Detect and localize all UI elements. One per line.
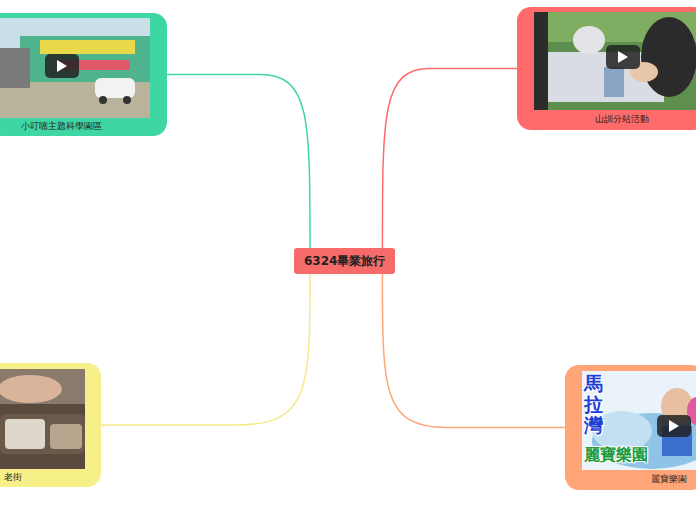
branch-connector	[382, 69, 517, 249]
topic-text: 6324畢業旅行	[304, 253, 385, 269]
branch-card: 老街	[0, 363, 101, 487]
thumbnail-title: 馬拉灣	[584, 373, 603, 436]
branch-card: 山訓分站活動	[517, 7, 696, 130]
branch-connector	[382, 274, 565, 428]
video-thumbnail	[0, 18, 150, 118]
central-topic: 6324畢業旅行	[294, 248, 395, 274]
branch-connector	[167, 75, 310, 249]
branch-caption: 小叮噹主題科學園區	[21, 121, 102, 132]
branch-card: 麗寶樂園 馬拉灣麗寶樂園	[565, 365, 696, 490]
branch-card: 小叮噹主題科學園區	[0, 13, 167, 136]
branch-connector	[101, 274, 310, 425]
video-thumbnail	[534, 12, 696, 110]
thumbnail-subtitle: 麗寶樂園	[584, 445, 648, 466]
video-thumbnail	[0, 369, 85, 469]
branch-caption: 山訓分站活動	[595, 114, 649, 125]
branch-caption: 麗寶樂園	[651, 474, 687, 485]
branch-caption: 老街	[4, 472, 22, 483]
